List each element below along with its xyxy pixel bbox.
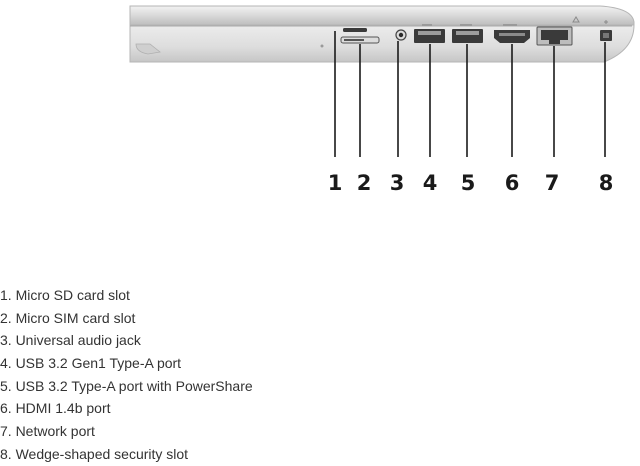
security-slot-icon <box>600 20 612 41</box>
port-list-item: 4. USB 3.2 Gen1 Type-A port <box>0 355 182 372</box>
callout-6: 6 <box>505 171 520 195</box>
callout-3: 3 <box>390 171 405 195</box>
port-list-item: 7. Network port <box>0 423 95 440</box>
callout-4: 4 <box>423 171 438 195</box>
port-row <box>340 16 612 46</box>
ethernet-port-icon <box>536 16 580 46</box>
usb-powershare-port-icon <box>452 24 483 43</box>
hdmi-port-icon <box>494 24 530 43</box>
port-list-item: 6. HDMI 1.4b port <box>0 400 111 417</box>
laptop-side-diagram: 1 2 3 4 5 6 7 8 <box>129 5 635 195</box>
callout-5: 5 <box>461 171 476 195</box>
audio-jack-icon <box>395 29 407 41</box>
callout-7: 7 <box>545 171 560 195</box>
port-list: 1. Micro SD card slot 2. Micro SIM card … <box>0 284 253 466</box>
callout-8: 8 <box>599 171 614 195</box>
port-list-item: 8. Wedge-shaped security slot <box>0 445 189 462</box>
port-list-item: 1. Micro SD card slot <box>0 287 130 303</box>
callout-numbers: 1 2 3 4 5 6 7 8 <box>328 171 614 195</box>
usb-port-icon <box>414 24 445 43</box>
port-list-item: 3. Universal audio jack <box>0 332 141 349</box>
port-list-item: 2. Micro SIM card slot <box>0 309 136 326</box>
leader-lines <box>334 31 606 157</box>
port-list-item: 5. USB 3.2 Type-A port with PowerShare <box>0 377 253 394</box>
micro-sd-slot-icon <box>343 28 367 32</box>
callout-1: 1 <box>328 171 343 195</box>
micro-sim-slot-icon <box>340 36 380 44</box>
callout-2: 2 <box>357 171 372 195</box>
